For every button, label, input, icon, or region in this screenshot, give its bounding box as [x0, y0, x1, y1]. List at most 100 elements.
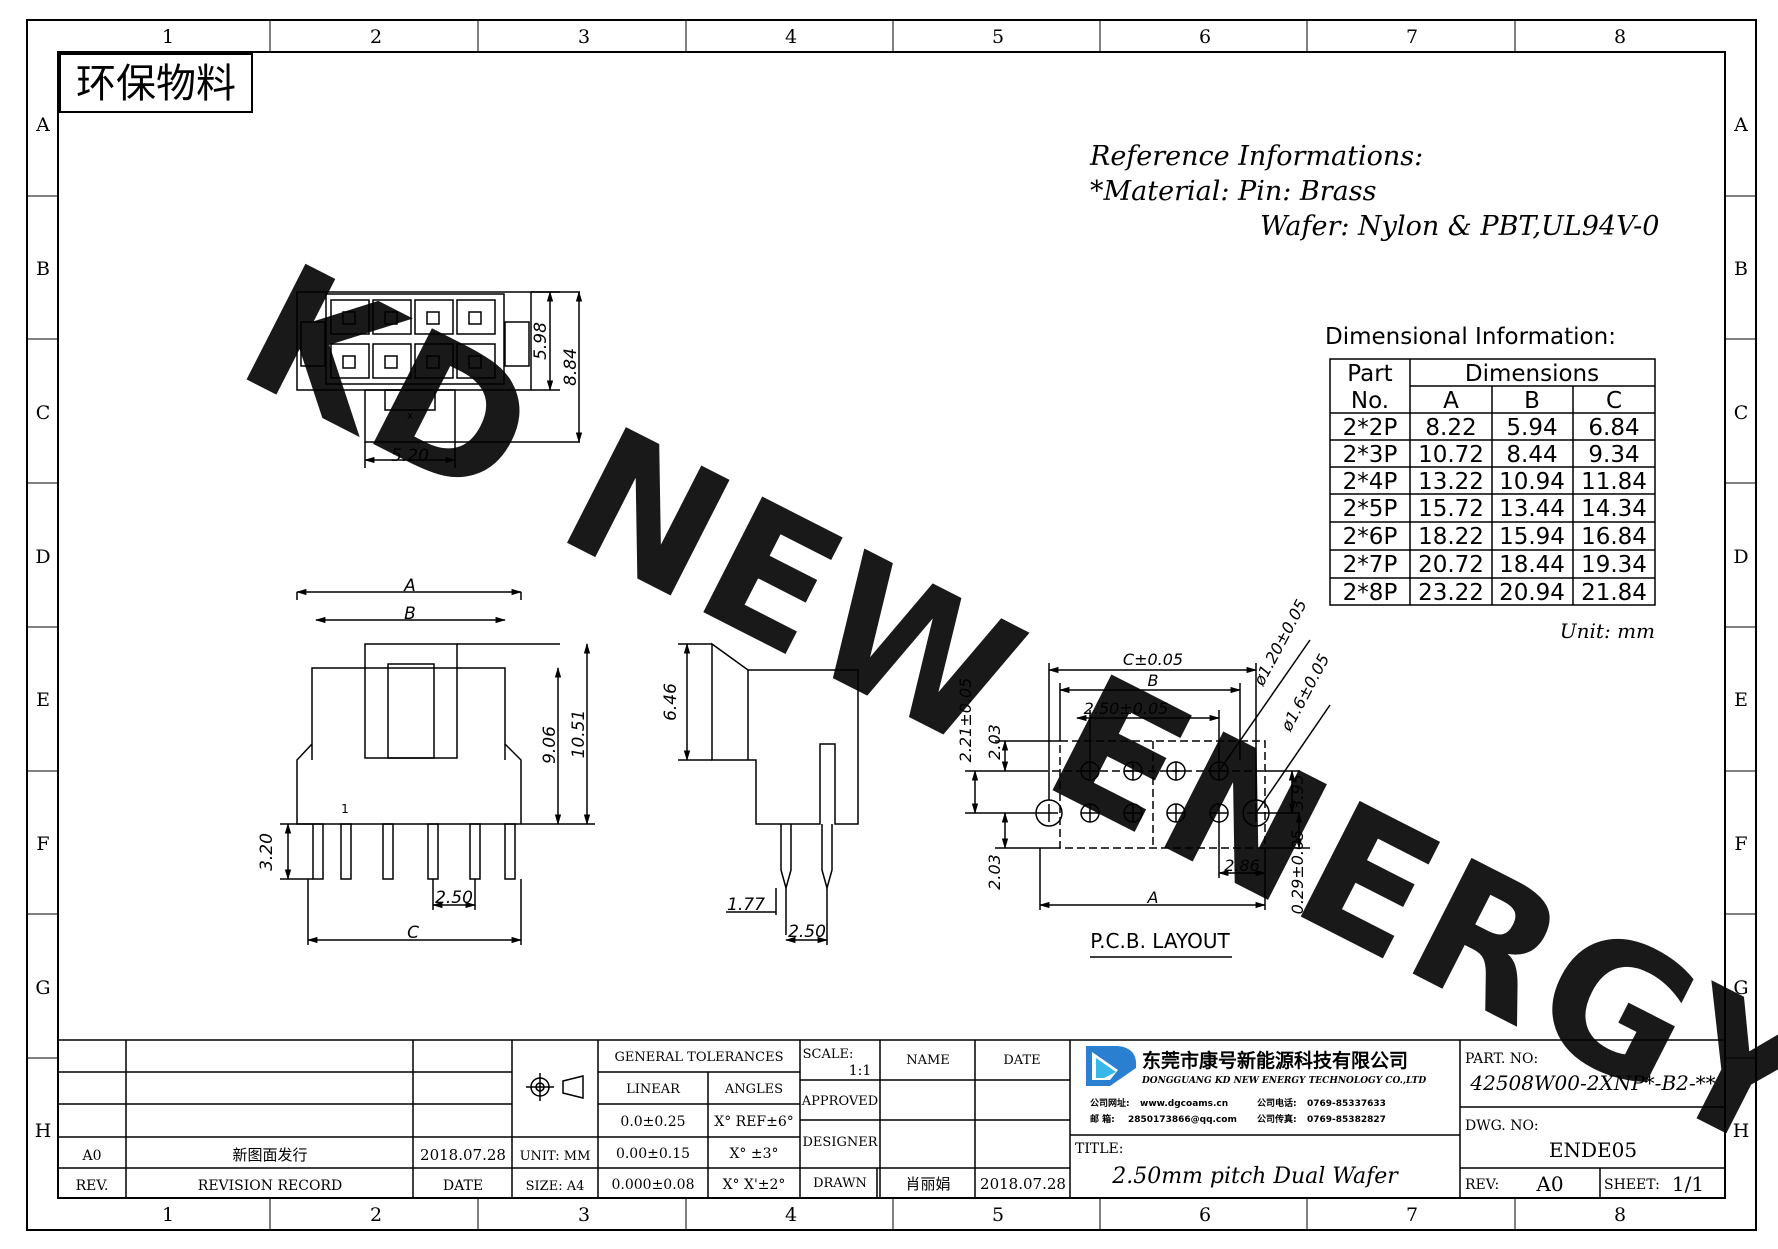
dim-x: x: [407, 409, 414, 422]
cell-b: 15.94: [1499, 524, 1565, 550]
dim-C-tol: C±0.05: [1123, 650, 1183, 669]
designer-label: DESIGNER: [803, 1135, 879, 1150]
col-label: 7: [1406, 1204, 1418, 1226]
cell-part: 2*5P: [1343, 496, 1398, 522]
cell-c: 14.34: [1581, 496, 1647, 522]
rev-record-entry: 新图面发行: [232, 1146, 307, 1164]
dim-pitch: 2.50±0.05: [1084, 699, 1169, 718]
dim-5.20: 5.20: [391, 446, 429, 466]
col-label: 2: [370, 26, 382, 48]
title-label: TITLE:: [1075, 1141, 1123, 1157]
col-label: 8: [1614, 1204, 1626, 1226]
part-number-block: PART. NO: 42508W00-2XNP*-B2-** DWG. NO: …: [1465, 1051, 1716, 1196]
row-label: D: [35, 546, 50, 568]
row-label: C: [1734, 402, 1749, 424]
cell-b: 13.44: [1499, 496, 1565, 522]
web-value: www.dgcoams.cn: [1140, 1099, 1228, 1109]
scale-label: SCALE:: [803, 1047, 854, 1062]
angle-tol-1: X° REF±6°: [714, 1114, 794, 1130]
tel-value: 0769-85337633: [1307, 1099, 1386, 1109]
cell-c: 11.84: [1581, 469, 1647, 495]
col-label: 6: [1199, 1204, 1211, 1226]
row-label: F: [1734, 833, 1747, 855]
dim-hole-1.20: ø1.20±0.05: [1249, 596, 1311, 689]
dim-2.50: 2.50: [435, 888, 473, 908]
col-label: 3: [578, 26, 590, 48]
col-label: 8: [1614, 26, 1626, 48]
eco-material-tag: 环保物料: [59, 53, 253, 113]
col-label: 4: [785, 26, 797, 48]
cell-b: 10.94: [1499, 469, 1565, 495]
angle-tol-2: X° ±3°: [729, 1146, 778, 1162]
approved-label: APPROVED: [801, 1094, 878, 1109]
row-label: H: [35, 1120, 52, 1142]
dim-A: A: [403, 576, 416, 596]
row-label: H: [1733, 1120, 1750, 1142]
pcb-layout: [965, 639, 1331, 958]
row-label: C: [36, 402, 51, 424]
dim-2.86: 2.86: [1224, 856, 1260, 875]
pcb-layout-title: P.C.B. LAYOUT: [1090, 929, 1230, 953]
cell-part: 2*6P: [1343, 524, 1398, 550]
title-block-text: A0 新图面发行 2018.07.28 REV. REVISION RECORD…: [76, 1047, 1066, 1194]
dim-2.50: 2.50: [788, 922, 826, 942]
scale-value: 1:1: [849, 1063, 872, 1079]
company-logo-icon: [1086, 1046, 1137, 1086]
th-part: Part: [1347, 361, 1392, 387]
cell-a: 23.22: [1418, 580, 1484, 606]
fax-value: 0769-85382827: [1307, 1115, 1386, 1125]
title-block: [58, 1039, 1725, 1198]
col-label: 4: [785, 1204, 797, 1226]
column-labels-top: 1 2 3 4 5 6 7 8: [162, 26, 1626, 48]
front-view-labels: A B C 9.06 10.51 3.20 2.50 1: [257, 576, 589, 943]
fax-label: 公司传真:: [1257, 1113, 1297, 1125]
cell-b: 20.94: [1499, 580, 1565, 606]
dim-6.46: 6.46: [661, 683, 681, 721]
row-label: G: [35, 977, 50, 999]
eco-tag-text: 环保物料: [76, 61, 236, 107]
th-no: No.: [1351, 388, 1389, 414]
name-header: NAME: [906, 1053, 950, 1068]
linear-tol-1: 0.0±0.25: [620, 1114, 685, 1130]
reference-material: *Material: Pin: Brass: [1090, 176, 1376, 207]
dim-C: C: [407, 923, 419, 943]
cell-b: 18.44: [1499, 552, 1565, 578]
mail-value: 2850173866@qq.com: [1128, 1115, 1237, 1125]
part-no-label: PART. NO:: [1465, 1051, 1538, 1067]
row-labels-left: A B C D E F G H: [35, 114, 52, 1142]
cell-a: 18.22: [1418, 524, 1484, 550]
pin-1-label: 1: [341, 802, 349, 816]
dim-2.03-top: 2.03: [985, 724, 1004, 760]
dim-2.03-bottom: 2.03: [985, 854, 1004, 890]
hdr-date: DATE: [443, 1178, 483, 1194]
sheet-label: SHEET:: [1604, 1177, 1660, 1193]
cell-a: 8.22: [1425, 415, 1476, 441]
front-view: [280, 588, 595, 945]
cell-a: 15.72: [1418, 496, 1484, 522]
part-no-value: 42508W00-2XNP*-B2-**: [1469, 1071, 1715, 1095]
cell-a: 20.72: [1418, 552, 1484, 578]
col-label: 3: [578, 1204, 590, 1226]
linear-tol-3: 0.000±0.08: [612, 1177, 695, 1193]
hdr-record: REVISION RECORD: [198, 1178, 342, 1194]
cell-a: 10.72: [1418, 442, 1484, 468]
tel-label: 公司电话:: [1257, 1097, 1297, 1109]
dwg-no-label: DWG. NO:: [1465, 1118, 1539, 1134]
unit-label: Unit: mm: [1560, 619, 1655, 643]
col-label: 1: [162, 26, 174, 48]
mail-label: 邮 箱:: [1090, 1113, 1115, 1125]
dim-9.06: 9.06: [540, 726, 560, 764]
row-labels-right: A B C D E F G H: [1733, 114, 1750, 1142]
col-label: 5: [992, 1204, 1004, 1226]
dim-5.98: 5.98: [531, 322, 551, 360]
company-block: 东莞市康号新能源科技有限公司 DONGGUANG KD NEW ENERGY T…: [1075, 1046, 1426, 1189]
angle-tol-3: X° X'±2°: [723, 1177, 786, 1193]
dim-A: A: [1147, 888, 1159, 907]
cell-a: 13.22: [1418, 469, 1484, 495]
drawn-name: 肖丽娟: [905, 1175, 950, 1193]
th-b: B: [1524, 388, 1540, 414]
col-label: 2: [370, 1204, 382, 1226]
cell-c: 6.84: [1588, 415, 1639, 441]
column-labels-bottom: 1 2 3 4 5 6 7 8: [162, 1204, 1626, 1226]
